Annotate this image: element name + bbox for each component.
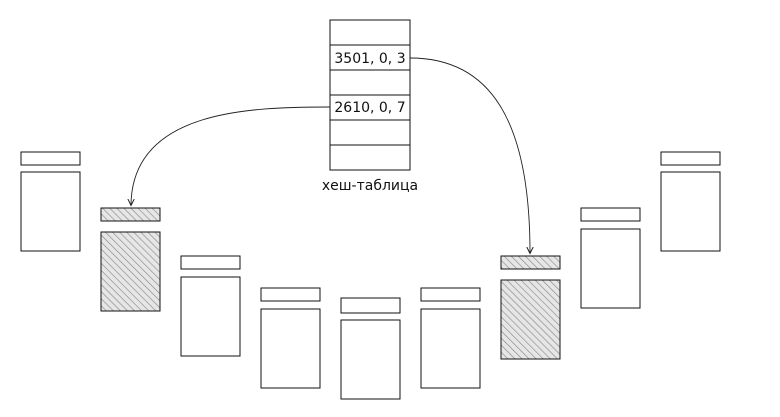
link-2610-to-buffer xyxy=(131,106,331,205)
buffer-page xyxy=(500,279,561,360)
buffer-page xyxy=(20,171,81,252)
hash-row xyxy=(329,144,411,171)
buffer-page xyxy=(660,171,721,252)
buffer-header xyxy=(20,151,81,166)
buffer-4 xyxy=(260,287,321,389)
hash-table-caption: хеш-таблица xyxy=(322,178,418,194)
buffer-1 xyxy=(20,151,81,252)
hash-row xyxy=(329,94,411,121)
buffer-header xyxy=(420,287,481,302)
hash-entry-2610: 2610, 0, 7 xyxy=(334,100,405,116)
buffer-page xyxy=(340,319,401,400)
buffer-arc xyxy=(20,151,721,400)
hash-entry-3501: 3501, 0, 3 xyxy=(334,51,405,67)
buffer-page xyxy=(180,276,241,357)
hash-row xyxy=(329,119,411,146)
hash-row xyxy=(329,19,411,46)
buffer-9 xyxy=(660,151,721,252)
buffer-header xyxy=(100,207,161,222)
buffer-header xyxy=(180,255,241,270)
buffer-header xyxy=(580,207,641,222)
link-3501-to-buffer xyxy=(409,57,530,253)
buffer-page xyxy=(100,231,161,312)
buffer-6 xyxy=(420,287,481,389)
buffer-page xyxy=(420,308,481,389)
buffer-header xyxy=(500,255,561,270)
buffer-2 xyxy=(100,207,161,312)
hash-row xyxy=(329,44,411,71)
buffer-header xyxy=(260,287,321,302)
buffer-page xyxy=(260,308,321,389)
buffer-header xyxy=(660,151,721,166)
hash-table: 3501, 0, 3 2610, 0, 7 хеш-таблица xyxy=(322,19,418,194)
buffer-7 xyxy=(500,255,561,360)
buffer-header xyxy=(340,297,401,314)
hash-row xyxy=(329,69,411,96)
buffer-page xyxy=(580,228,641,309)
buffer-3 xyxy=(180,255,241,357)
buffer-8 xyxy=(580,207,641,309)
buffer-5 xyxy=(340,297,401,400)
